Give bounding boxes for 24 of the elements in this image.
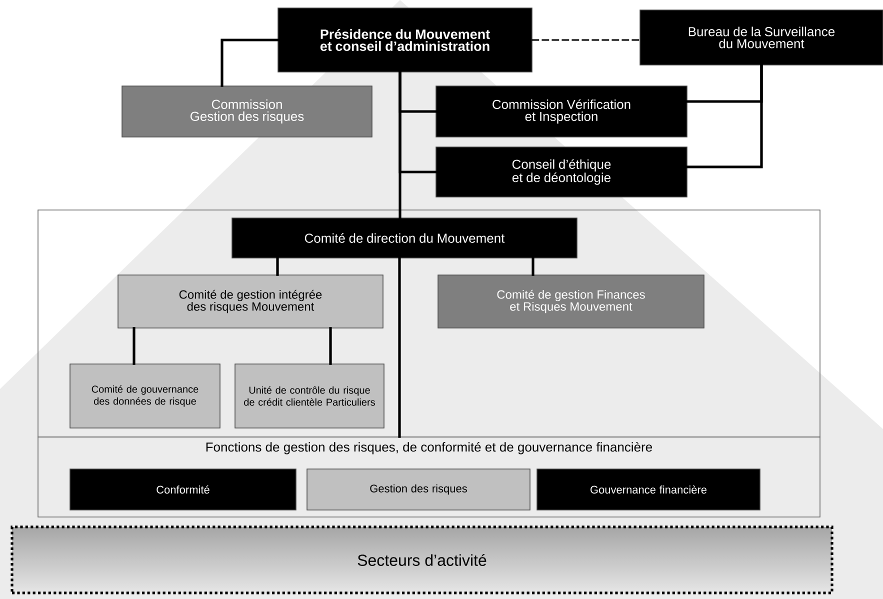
process-box: Unité de contrôle du risque de crédit clientèle Particuliers — [234, 364, 384, 428]
connector-line — [220, 38, 279, 87]
process-box: Gouvernance financière — [536, 468, 760, 510]
process-box: Présidence du Mouvement et conseil d’administration — [278, 8, 532, 72]
process-box: Comité de direction du Mouvement — [232, 218, 578, 258]
connector-line — [132, 327, 136, 365]
process-box: Commission Gestion des risques — [122, 86, 372, 138]
process-box: Commission Vérification et Inspection — [436, 86, 688, 138]
connector-line — [686, 64, 763, 168]
process-box: Bureau de la Surveillance du Mouvement — [640, 10, 883, 66]
connector-line — [329, 327, 332, 365]
connector-line — [398, 257, 401, 438]
process-box: Comité de gouvernance des données de risque — [70, 364, 220, 428]
process-box: Conformité — [70, 468, 296, 510]
sector-band: Secteurs d’activité — [10, 526, 834, 594]
panel-box — [38, 210, 820, 438]
process-box: Gestion des risques — [306, 468, 530, 510]
connector-line — [532, 39, 640, 41]
process-box: Comité de gestion intégrée des risques Mouvement — [118, 274, 384, 328]
connector-line — [398, 71, 402, 219]
process-box: Conseil d’éthique et de déontologie — [436, 146, 688, 198]
process-box: Comité de gestion Finances et Risques Mouvement — [438, 274, 704, 328]
connector-line — [532, 257, 534, 276]
connector-line — [276, 257, 279, 276]
